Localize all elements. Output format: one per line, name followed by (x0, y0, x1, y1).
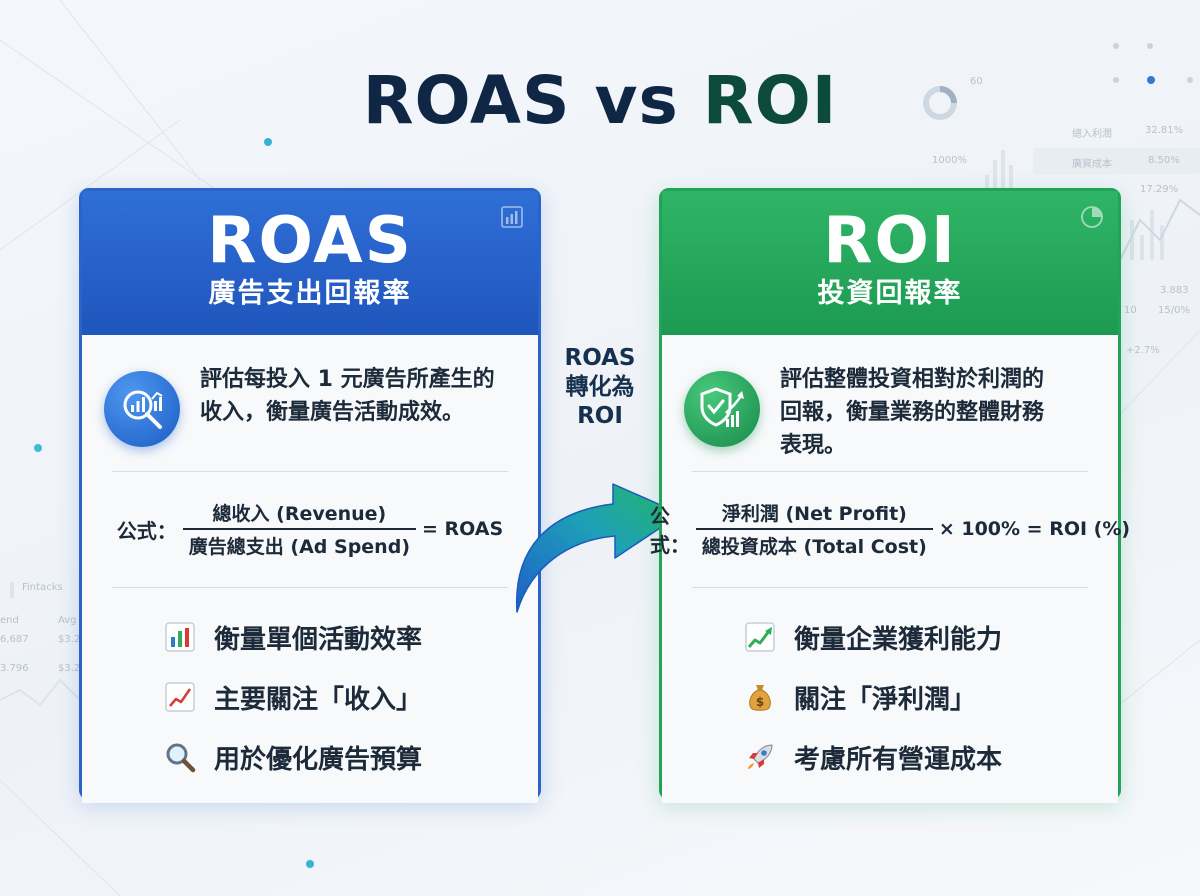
bg-misc: end (0, 615, 19, 626)
analytics-magnifier-icon (104, 371, 180, 447)
rocket-icon (748, 744, 773, 769)
bar-chart-icon (165, 622, 195, 652)
bg-misc: 3.883 (1160, 285, 1189, 296)
bg-misc: 15/0% (1158, 305, 1190, 316)
title-vs: vs (594, 62, 679, 139)
bg-misc: 60 (970, 76, 983, 87)
point-text: 衡量企業獲利能力 (794, 624, 1003, 655)
list-item: $ 關注「淨利潤」 (662, 667, 1118, 727)
roi-card: ROI 投資回報率 評估整體投資相對於利潤的 回報，衡量業 (650, 188, 1130, 803)
svg-text:$: $ (756, 695, 764, 709)
divider (112, 471, 508, 472)
roi-description-line: 表現。 (780, 433, 847, 458)
curved-arrow-icon (515, 483, 682, 613)
roi-description-line: 回報，衡量業務的整體財務 (780, 400, 1045, 425)
bg-misc: 3.796 (0, 663, 29, 674)
page-title: ROAS vs ROI (0, 62, 1200, 139)
growth-chart-icon (745, 622, 775, 652)
roi-card-header: ROI 投資回報率 (662, 191, 1118, 335)
bg-misc: +2.7% (1126, 345, 1160, 356)
roas-intro: 評估每投入 1 元廣告所產生的 收入，衡量廣告活動成效。 (104, 363, 520, 447)
roas-description-line: 收入，衡量廣告活動成效。 (200, 400, 465, 425)
roas-points: 衡量單個活動效率 主要關注「收入」 用於優化廣告預算 (82, 607, 538, 787)
roi-heading: ROI (823, 204, 957, 278)
connector-line: ROI (577, 403, 623, 429)
bg-row-label: 廣資成本 (1072, 159, 1112, 170)
formula-numerator: 總收入 (Revenue) (212, 503, 387, 525)
formula-result: × 100% = ROI (%) (938, 518, 1131, 540)
line-chart-icon (165, 682, 195, 712)
formula-fraction: 總收入 (Revenue) 廣告總支出 (Ad Spend) (182, 497, 416, 561)
fraction-bar (695, 528, 933, 530)
title-roi: ROI (702, 62, 838, 139)
money-bag-icon: $ (749, 685, 771, 711)
roas-description-line: 評估每投入 1 元廣告所產生的 (200, 367, 495, 392)
formula-fraction: 淨利潤 (Net Profit) 總投資成本 (Total Cost) (695, 497, 933, 561)
list-item: 衡量企業獲利能力 (662, 607, 1118, 667)
bg-misc: 6,687 (0, 634, 29, 645)
formula-denominator: 廣告總支出 (Ad Spend) (188, 536, 410, 558)
magnifier-icon (166, 743, 196, 773)
list-item: 主要關注「收入」 (82, 667, 538, 727)
pie-chart-icon (1081, 206, 1103, 228)
formula-label: 公式： (649, 504, 690, 557)
point-text: 用於優化廣告預算 (214, 744, 423, 775)
list-item: 考慮所有營運成本 (662, 727, 1118, 787)
roi-intro: 評估整體投資相對於利潤的 回報，衡量業務的整體財務 表現。 (684, 363, 1100, 462)
bg-misc: Avg (58, 615, 77, 626)
roi-points: 衡量企業獲利能力 $ 關注「淨利潤」 考慮所有營運成本 (662, 607, 1118, 787)
list-item: 用於優化廣告預算 (82, 727, 538, 787)
formula-numerator: 淨利潤 (Net Profit) (721, 503, 907, 525)
roi-description: 評估整體投資相對於利潤的 回報，衡量業務的整體財務 表現。 (780, 363, 1044, 462)
bg-misc: $3.2 (58, 663, 81, 674)
point-text: 衡量單個活動效率 (214, 624, 423, 655)
bg-misc: 10 (1124, 305, 1137, 316)
formula-result: = ROAS (422, 518, 504, 540)
divider (692, 471, 1088, 472)
roas-formula: 公式： 總收入 (Revenue) 廣告總支出 (Ad Spend) = ROA… (82, 489, 538, 569)
fraction-bar (182, 528, 416, 530)
roas-subtitle: 廣告支出回報率 (208, 278, 412, 309)
bg-misc: $3.2 (58, 634, 81, 645)
title-roas: ROAS (362, 62, 571, 139)
bg-row-value: 32.81% (1145, 125, 1184, 136)
roas-card-header: ROAS 廣告支出回報率 (82, 191, 538, 335)
formula-label: 公式： (116, 518, 177, 543)
divider (112, 587, 508, 588)
bg-misc: 1000% (932, 155, 967, 166)
roi-description-line: 評估整體投資相對於利潤的 (780, 367, 1045, 392)
shield-growth-icon (684, 371, 760, 447)
bg-row-value: 17.29% (1140, 184, 1179, 195)
bar-chart-icon (501, 206, 523, 228)
point-text: 考慮所有營運成本 (794, 744, 1003, 775)
connector-line: ROAS (564, 345, 636, 371)
connector-line: 轉化為 (565, 374, 635, 400)
roas-description: 評估每投入 1 元廣告所產生的 收入，衡量廣告活動成效。 (200, 363, 495, 429)
roi-formula: 公式： 淨利潤 (Net Profit) 總投資成本 (Total Cost) … (650, 489, 1130, 569)
list-item: 衡量單個活動效率 (82, 607, 538, 667)
divider (692, 587, 1088, 588)
roas-heading: ROAS (207, 204, 413, 278)
roi-card-body: 評估整體投資相對於利潤的 回報，衡量業務的整體財務 表現。 公式： 淨利潤 (N… (650, 335, 1130, 803)
roas-card: ROAS 廣告支出回報率 (79, 188, 541, 803)
formula-denominator: 總投資成本 (Total Cost) (701, 536, 927, 558)
bg-row-label: 總入利潤 (1072, 129, 1112, 140)
point-text: 關注「淨利潤」 (794, 684, 977, 715)
point-text: 主要關注「收入」 (214, 684, 423, 715)
bg-row-value: 8.50% (1148, 155, 1180, 166)
roas-card-body: 評估每投入 1 元廣告所產生的 收入，衡量廣告活動成效。 公式： 總收入 (Re… (82, 335, 538, 803)
connector-label: ROAS 轉化為 ROI (548, 344, 652, 431)
bg-misc: Fintacks (22, 582, 63, 593)
roi-subtitle: 投資回報率 (817, 278, 963, 309)
